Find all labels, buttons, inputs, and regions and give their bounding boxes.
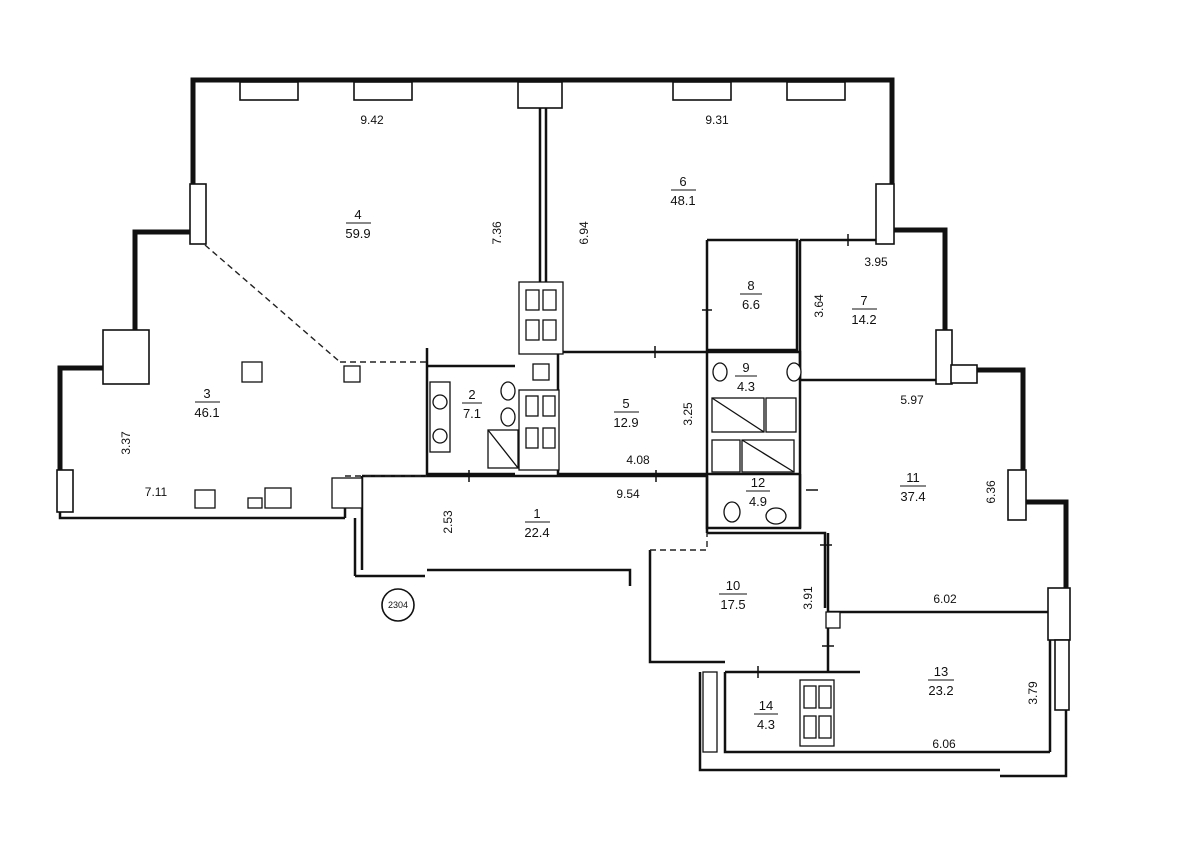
room-label-4: 4 59.9: [345, 207, 371, 241]
dimension-label: 7.11: [145, 485, 168, 499]
door-ticks: [468, 234, 849, 678]
room-number: 11: [906, 470, 920, 485]
window: [1054, 639, 1070, 711]
window: [1047, 587, 1071, 641]
room-label-8: 8 6.6: [740, 278, 762, 312]
window: [672, 81, 732, 101]
window: [935, 329, 953, 385]
room-labels: 1 22.4 2 7.1 3 46.1 4 59.9 5 12.9 6 48.1: [194, 174, 954, 732]
room-area: 12.9: [613, 415, 638, 430]
room-label-6: 6 48.1: [670, 174, 696, 208]
room-area: 22.4: [524, 525, 549, 540]
room-label-14: 14 4.3: [754, 698, 778, 732]
dimension-label: 9.31: [705, 113, 729, 127]
fixtures: [194, 281, 841, 753]
room-number: 4: [354, 207, 361, 222]
dimension-labels: 9.42 9.31 7.36 6.94 3.95 3.64 3.37 7.11 …: [119, 113, 1040, 751]
dimension-label: 3.79: [1026, 681, 1040, 705]
dimension-label: 4.08: [626, 453, 650, 467]
room-number: 3: [203, 386, 210, 401]
dimension-label: 6.02: [933, 592, 957, 606]
room-label-1: 1 22.4: [524, 506, 550, 540]
dimension-label: 7.36: [490, 221, 504, 245]
interior-walls: [343, 105, 1052, 772]
dimension-label: 3.25: [681, 402, 695, 426]
room-number: 1: [533, 506, 540, 521]
apartment-marker: 2304: [381, 588, 415, 622]
room-number: 10: [726, 578, 740, 593]
dimension-label: 3.64: [812, 294, 826, 318]
room-label-9: 9 4.3: [735, 360, 757, 394]
dimension-label: 9.54: [616, 487, 640, 501]
room-number: 7: [860, 293, 867, 308]
window: [517, 81, 563, 109]
room-number: 8: [747, 278, 754, 293]
dimension-label: 5.97: [900, 393, 924, 407]
room-label-2: 2 7.1: [462, 387, 482, 421]
windows: [56, 81, 1071, 711]
room-area: 17.5: [720, 597, 745, 612]
window: [875, 183, 895, 245]
dimension-label: 3.95: [864, 255, 888, 269]
window: [189, 183, 207, 245]
room-label-5: 5 12.9: [613, 396, 639, 430]
window: [56, 469, 74, 513]
window: [786, 81, 846, 101]
room-area: 14.2: [851, 312, 876, 327]
room-area: 59.9: [345, 226, 370, 241]
exterior-walls: [57, 77, 1069, 778]
window: [353, 81, 413, 101]
dashed-boundaries: [204, 244, 708, 551]
room-area: 4.3: [757, 717, 775, 732]
room-number: 5: [622, 396, 629, 411]
room-label-11: 11 37.4: [900, 470, 926, 504]
room-area: 23.2: [928, 683, 953, 698]
dimension-label: 9.42: [360, 113, 384, 127]
room-area: 6.6: [742, 297, 760, 312]
room-number: 9: [742, 360, 749, 375]
room-area: 4.3: [737, 379, 755, 394]
room-area: 46.1: [194, 405, 219, 420]
dimension-label: 3.37: [119, 431, 133, 455]
room-area: 4.9: [749, 494, 767, 509]
window: [950, 364, 978, 384]
room-number: 12: [751, 475, 765, 490]
room-label-13: 13 23.2: [928, 664, 954, 698]
dimension-label: 6.94: [577, 221, 591, 245]
room-label-7: 7 14.2: [851, 293, 877, 327]
dimension-label: 6.06: [932, 737, 956, 751]
dimension-label: 6.36: [984, 480, 998, 504]
window: [239, 81, 299, 101]
window: [1007, 469, 1027, 521]
dimension-label: 2.53: [441, 510, 455, 534]
room-area: 7.1: [463, 406, 481, 421]
window: [102, 329, 150, 385]
room-number: 2: [468, 387, 475, 402]
room-number: 14: [759, 698, 773, 713]
room-area: 48.1: [670, 193, 695, 208]
room-label-10: 10 17.5: [719, 578, 747, 612]
apartment-number: 2304: [388, 600, 408, 610]
room-area: 37.4: [900, 489, 925, 504]
room-number: 13: [934, 664, 948, 679]
room-label-12: 12 4.9: [746, 475, 770, 509]
room-number: 6: [679, 174, 686, 189]
dimension-label: 3.91: [801, 586, 815, 610]
room-label-3: 3 46.1: [194, 386, 220, 420]
